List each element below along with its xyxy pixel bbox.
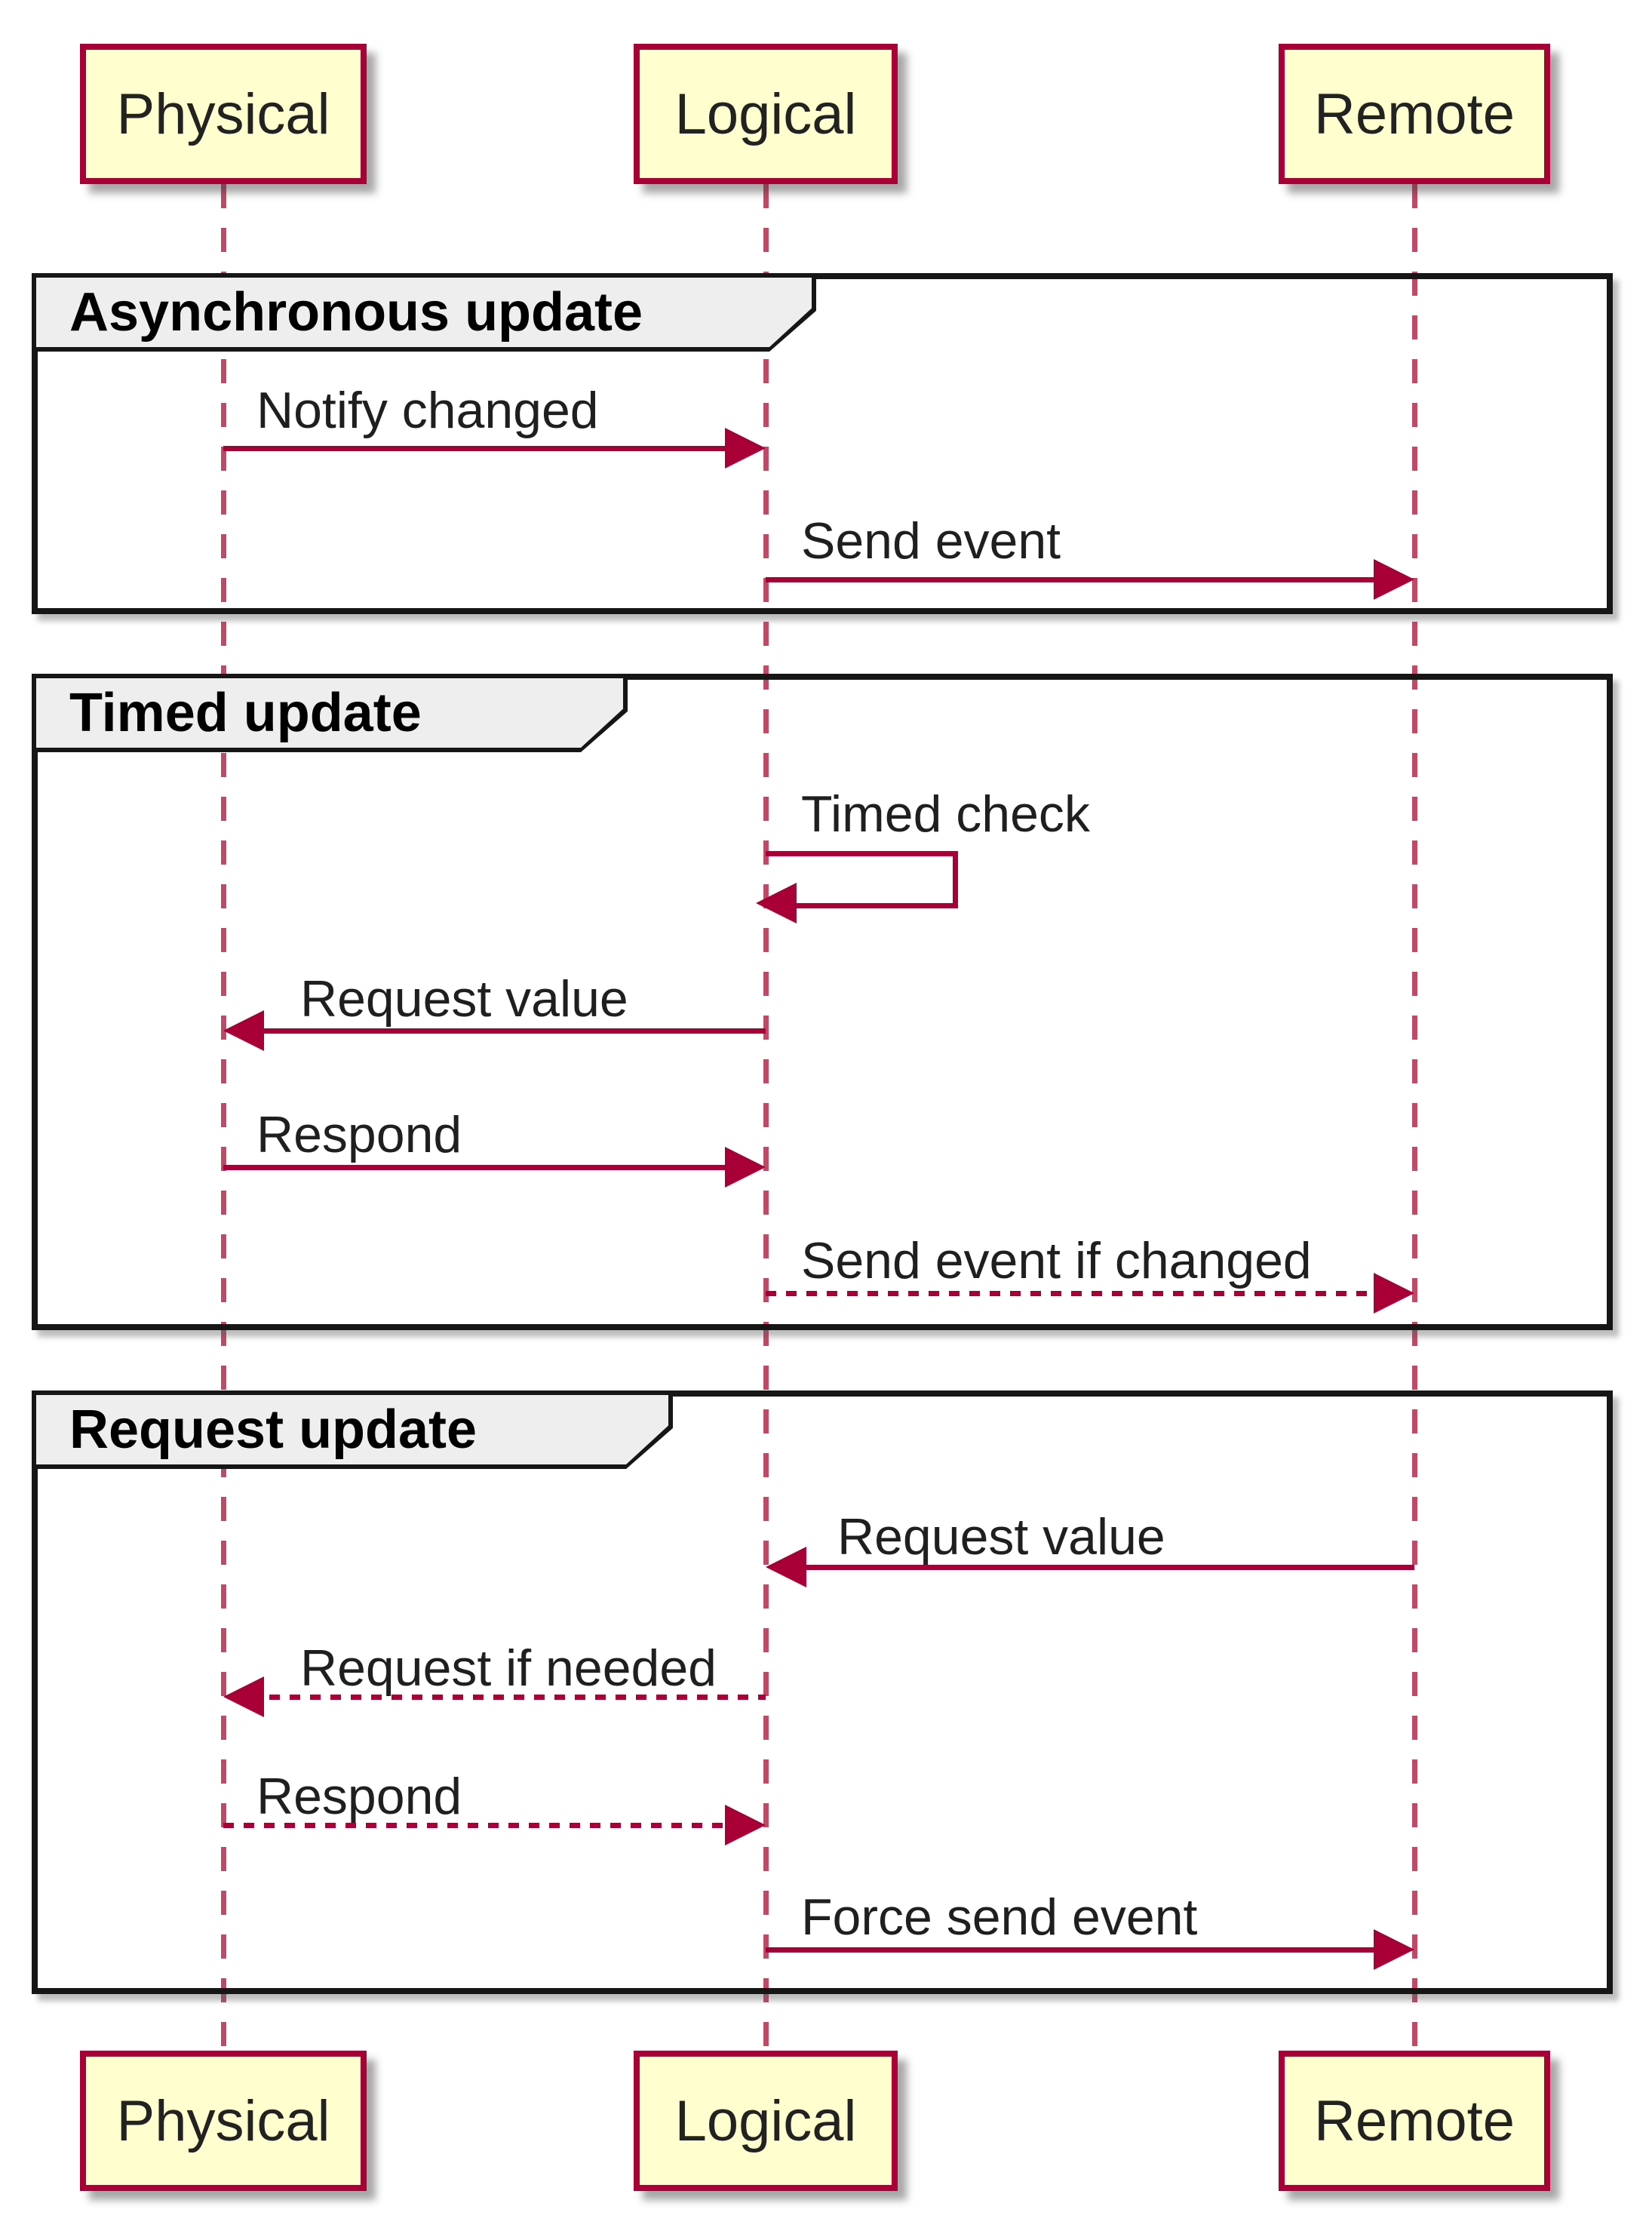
frame-title: Request update (36, 1395, 668, 1464)
arrowhead-right-icon (725, 428, 766, 469)
message-label-respond: Respond (256, 1106, 462, 1163)
message-label-request-value-remote: Request value (837, 1508, 1165, 1566)
arrowhead-right-icon (1374, 1929, 1414, 1970)
message-label-timed-check: Timed check (801, 785, 1090, 843)
frame-tab: Asynchronous update (32, 273, 816, 352)
frame-title: Asynchronous update (36, 278, 812, 347)
frame-asynchronous-update: Asynchronous update (32, 273, 1613, 614)
arrowhead-left-icon (223, 1010, 264, 1051)
participant-remote-bottom: Remote (1279, 2051, 1550, 2191)
message-arrow-request-if-needed (249, 1695, 766, 1700)
arrowhead-right-icon (1374, 1273, 1414, 1314)
message-arrow-timed-check (766, 851, 958, 908)
message-arrow-respond (223, 1165, 740, 1170)
message-arrow-notify-changed (223, 446, 740, 451)
participant-physical-bottom: Physical (80, 2051, 367, 2191)
arrowhead-left-icon (223, 1676, 264, 1717)
message-arrow-request-value-remote (791, 1565, 1414, 1570)
arrowhead-left-icon (766, 1547, 806, 1587)
message-label-notify-changed: Notify changed (256, 382, 599, 439)
message-label-send-event: Send event (801, 512, 1061, 570)
message-arrow-send-event-if-changed (766, 1291, 1389, 1296)
arrowhead-right-icon (725, 1147, 766, 1188)
frame-tab: Request update (32, 1390, 673, 1469)
message-label-request-value: Request value (300, 970, 628, 1028)
message-label-request-if-needed: Request if needed (300, 1639, 717, 1697)
frame-request-update: Request update (32, 1390, 1613, 1994)
frame-timed-update: Timed update (32, 674, 1613, 1330)
lifeline-logical (763, 184, 769, 2051)
arrowhead-right-icon (1374, 559, 1414, 600)
message-label-send-event-if-changed: Send event if changed (801, 1232, 1312, 1289)
message-label-force-send-event: Force send event (801, 1888, 1198, 1946)
message-arrow-respond-dotted (223, 1823, 740, 1828)
lifeline-physical (221, 184, 226, 2051)
lifeline-remote (1412, 184, 1417, 2051)
arrowhead-left-icon (756, 883, 797, 923)
participant-logical-top: Logical (634, 44, 898, 184)
frame-tab: Timed update (32, 674, 628, 752)
arrowhead-right-icon (725, 1805, 766, 1845)
participant-logical-bottom: Logical (634, 2051, 898, 2191)
message-arrow-request-value (249, 1028, 766, 1034)
participant-physical-top: Physical (80, 44, 367, 184)
message-arrow-send-event (766, 577, 1389, 582)
frame-title: Timed update (36, 678, 623, 748)
message-arrow-force-send-event (766, 1947, 1389, 1953)
message-label-respond-dotted: Respond (256, 1768, 462, 1825)
participant-remote-top: Remote (1279, 44, 1550, 184)
